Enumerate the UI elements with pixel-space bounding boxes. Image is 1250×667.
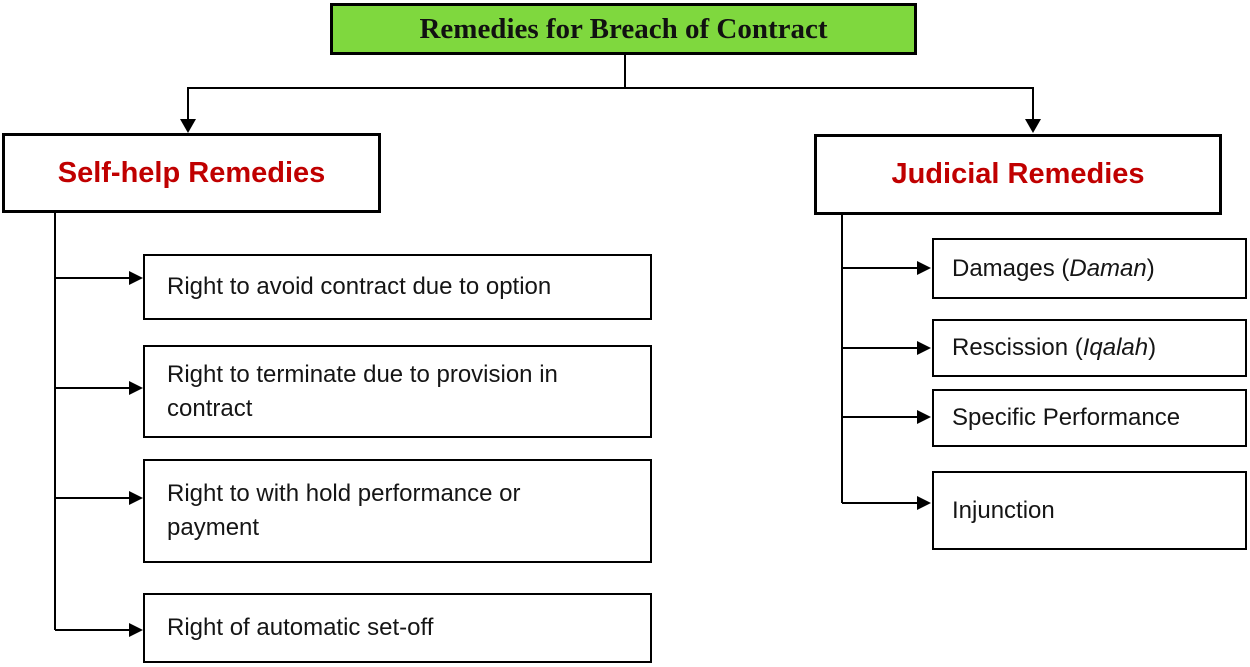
- left-item-automatic-setoff: Right of automatic set-off: [143, 593, 652, 663]
- right-item-specific-performance: Specific Performance: [932, 389, 1247, 447]
- left-item-label: Right of automatic set-off: [167, 614, 434, 641]
- right-item-damages: Damages (Daman): [932, 238, 1247, 299]
- arrow-left-item-1-icon: [55, 381, 143, 395]
- left-item-label: Right to with hold performance or paymen…: [167, 480, 521, 541]
- right-branch-heading: Judicial Remedies: [891, 158, 1145, 190]
- arrow-right-item-3-icon: [842, 496, 931, 510]
- left-item-withhold-performance: Right to with hold performance or paymen…: [143, 459, 652, 563]
- arrow-right-item-2-icon: [842, 410, 931, 424]
- right-item-injunction: Injunction: [932, 471, 1247, 550]
- arabic-term-italic: Daman: [1069, 254, 1147, 282]
- arrow-right-item-0-icon: [842, 261, 931, 275]
- arrow-left-item-0-icon: [55, 271, 143, 285]
- self-help-remedies-node: Self-help Remedies: [2, 133, 381, 213]
- title-stem: [188, 55, 1033, 89]
- left-item-label: Right to avoid contract due to option: [167, 273, 552, 300]
- left-item-terminate: Right to terminate due to provision in c…: [143, 345, 652, 438]
- arrow-left-item-3-icon: [55, 623, 143, 637]
- arrow-right-item-1-icon: [842, 341, 931, 355]
- arabic-term-italic: Iqalah: [1082, 334, 1149, 361]
- right-item-label: Damages (Daman): [952, 254, 1155, 282]
- left-branch-heading: Self-help Remedies: [57, 156, 326, 189]
- right-item-label: Specific Performance: [952, 404, 1181, 431]
- right-item-rescission: Rescission (Iqalah): [932, 319, 1247, 377]
- left-item-label: Right to terminate due to provision in c…: [167, 360, 558, 422]
- right-item-label: Injunction: [952, 496, 1055, 524]
- arrow-down-right-icon: [1025, 87, 1041, 133]
- left-item-avoid-contract: Right to avoid contract due to option: [143, 254, 652, 320]
- diagram-title: Remedies for Breach of Contract: [419, 12, 828, 45]
- right-item-label: Rescission (Iqalah): [952, 334, 1157, 361]
- arrow-left-item-2-icon: [55, 491, 143, 505]
- arrow-down-left-icon: [180, 87, 196, 133]
- diagram-title-node: Remedies for Breach of Contract: [330, 3, 917, 55]
- judicial-remedies-node: Judicial Remedies: [814, 134, 1222, 215]
